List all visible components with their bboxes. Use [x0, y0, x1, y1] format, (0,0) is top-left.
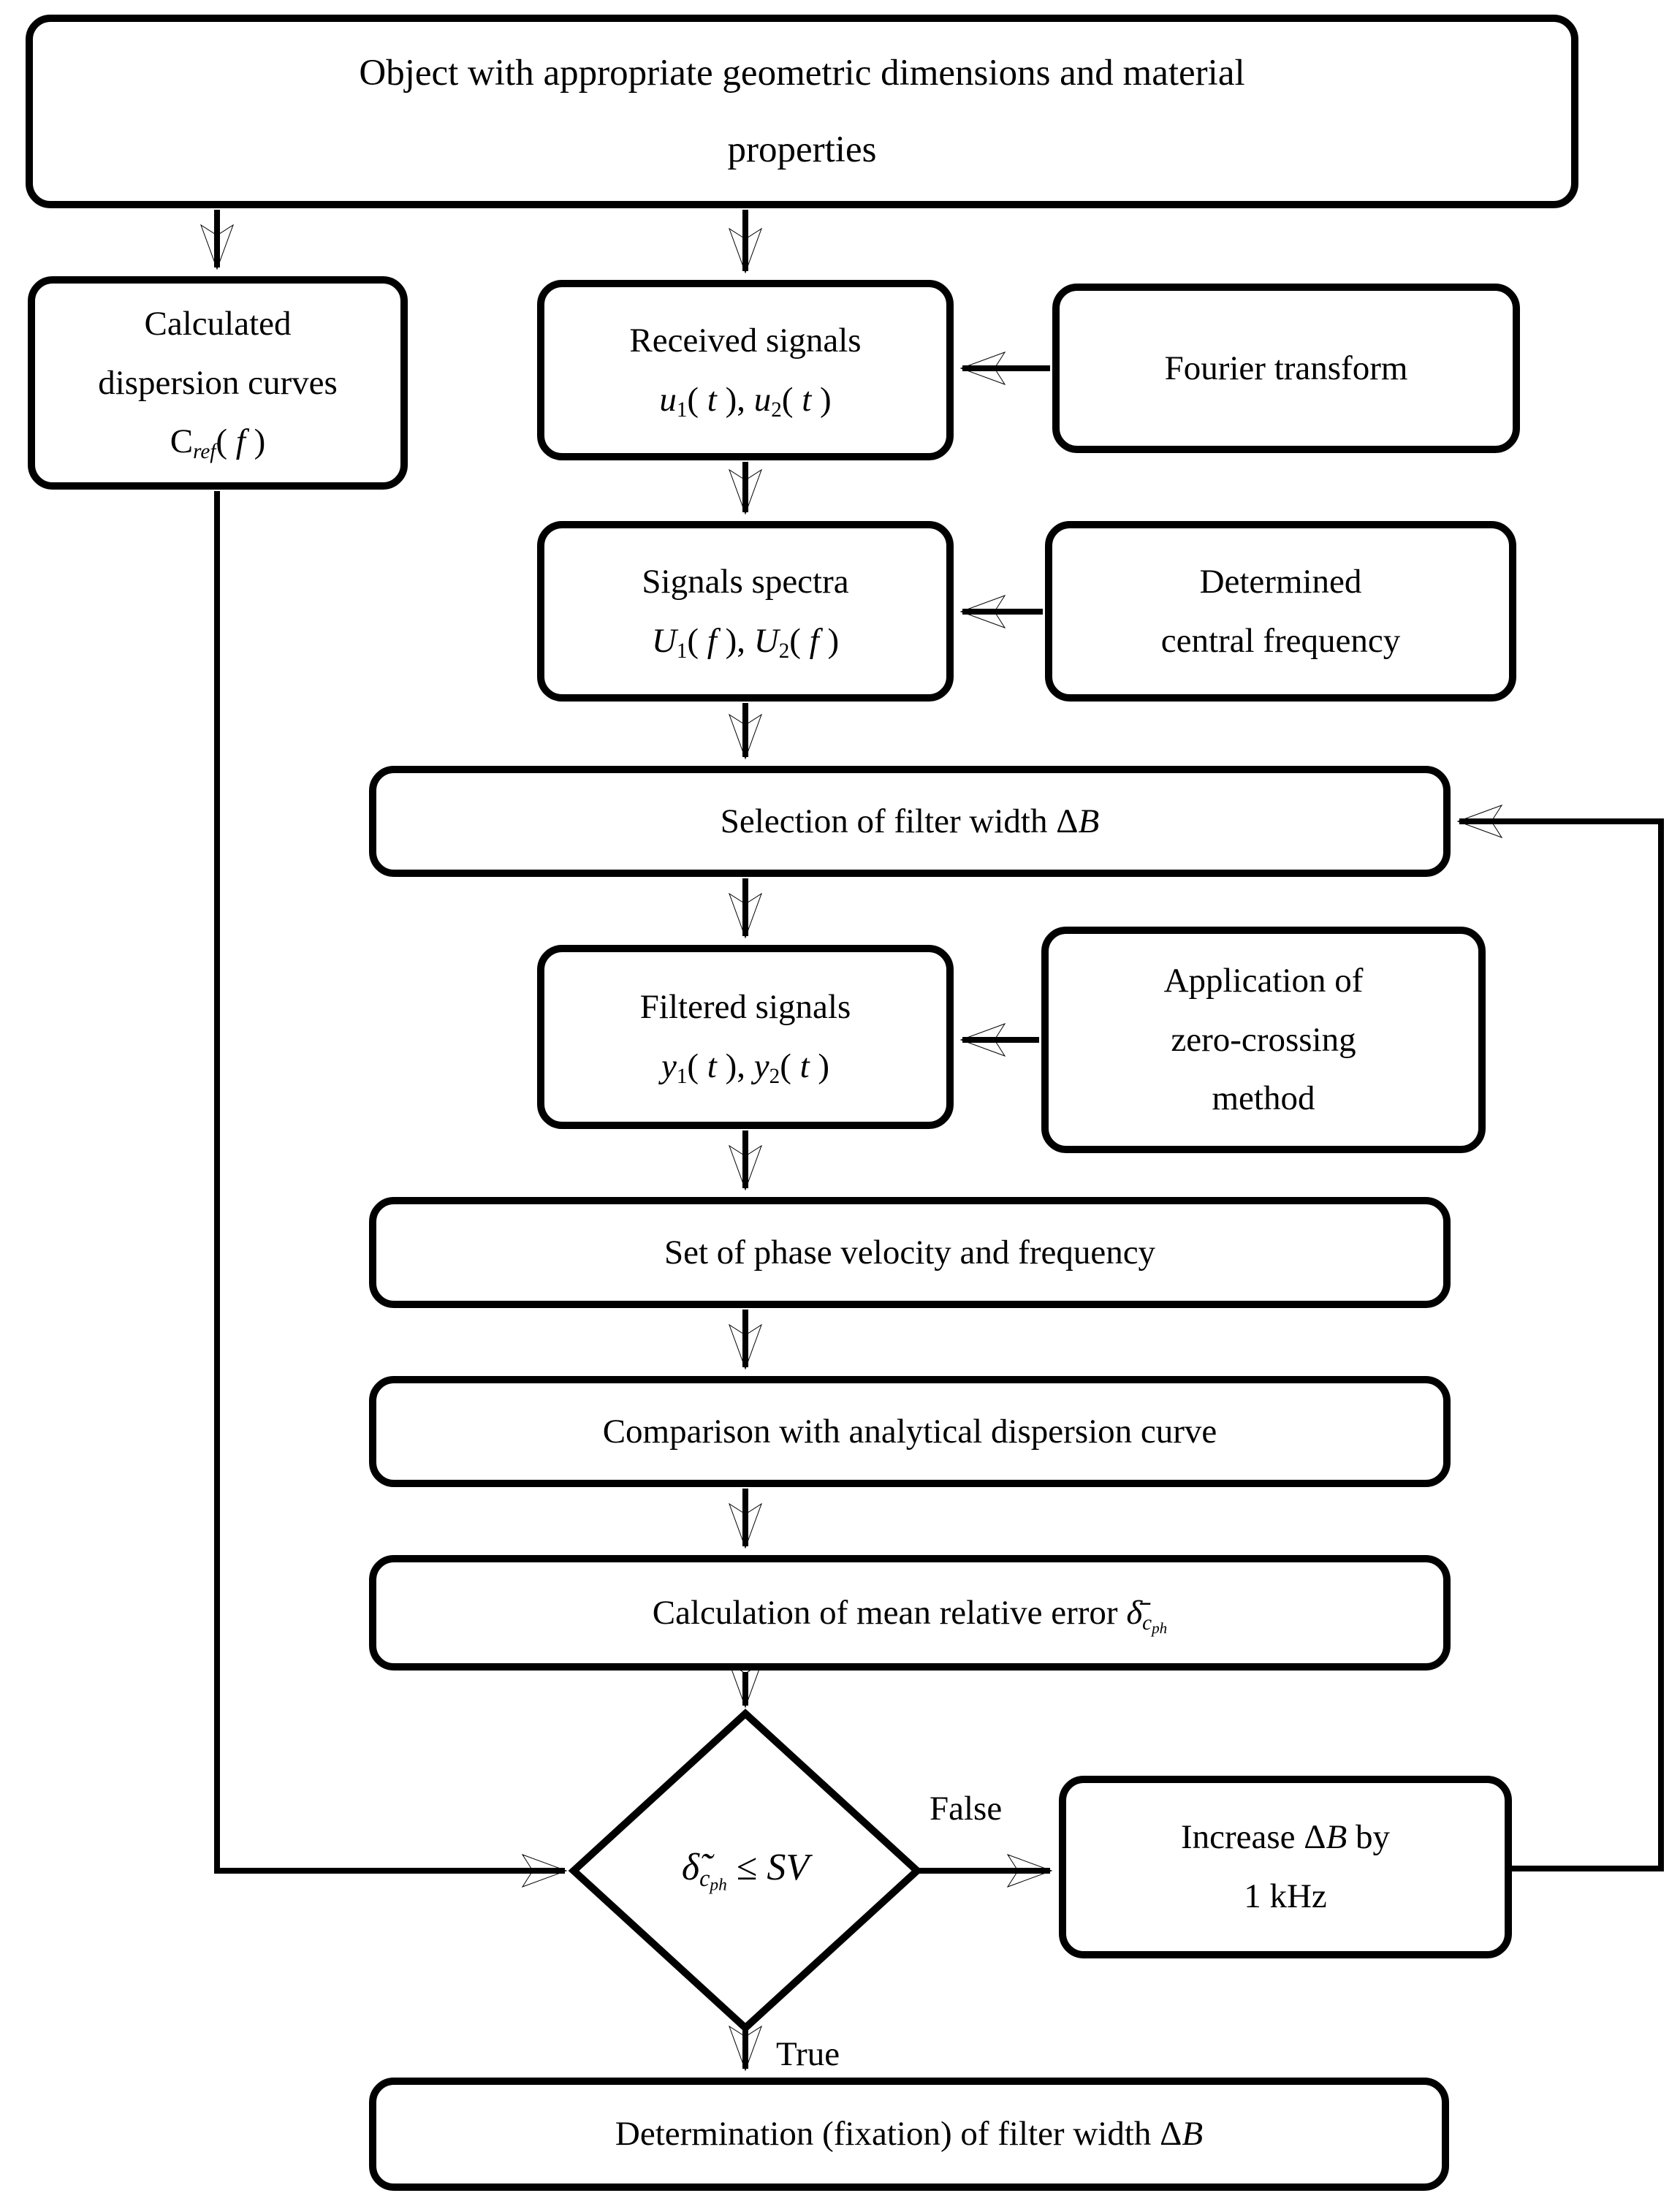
flow-node-filtered-signals: Filtered signals y1( t ), y2( t ): [537, 945, 954, 1129]
flow-node-fourier-transform: Fourier transform: [1052, 284, 1520, 453]
node-formula: Calculation of mean relative error δ̄cph: [652, 1593, 1168, 1637]
line-increase-feedback-to-selection: [1456, 805, 1664, 1871]
node-text: Set of phase velocity and frequency: [664, 1233, 1156, 1272]
flow-node-calculated-dispersion-curves: Calculated dispersion curves Cref( f ): [28, 276, 408, 490]
flow-node-received-signals: Received signals u1( t ), u2( t ): [537, 280, 954, 460]
flow-node-determined-central-frequency: Determined central frequency: [1045, 521, 1516, 702]
node-formula: Cref( f ): [170, 422, 266, 464]
node-formula: Determination (fixation) of filter width…: [615, 2115, 1204, 2154]
node-text: properties: [727, 129, 877, 170]
node-text: Application of: [1163, 961, 1364, 1000]
node-text: Filtered signals: [639, 988, 851, 1027]
flow-node-increase-filter-width: Increase ΔB by 1 kHz: [1059, 1776, 1512, 1958]
decision-condition-text: δ̃cph ≤ SV: [592, 1798, 899, 1944]
node-text: central frequency: [1160, 621, 1401, 660]
branch-label-false: False: [930, 1790, 1003, 1828]
node-text: Fourier transform: [1164, 349, 1408, 387]
node-text: Calculated: [144, 304, 292, 343]
node-formula: Selection of filter width ΔB: [720, 802, 1100, 840]
flow-node-signals-spectra: Signals spectra U1( f ), U2( f ): [537, 521, 954, 702]
node-formula: δ̃cph ≤ SV: [681, 1847, 810, 1895]
flow-node-object: Object with appropriate geometric dimens…: [26, 15, 1578, 208]
node-text: Received signals: [629, 321, 862, 360]
node-formula: Increase ΔB by: [1181, 1818, 1390, 1857]
node-text: Signals spectra: [642, 562, 849, 601]
decision-diamond: [568, 1709, 923, 2033]
node-text: 1 kHz: [1244, 1877, 1327, 1915]
line-calc-curves-to-decision: [214, 491, 568, 1888]
flow-node-comparison-dispersion-curve: Comparison with analytical dispersion cu…: [369, 1376, 1451, 1487]
node-formula: u1( t ), u2( t ): [659, 380, 832, 422]
node-formula: y1( t ), y2( t ): [661, 1047, 830, 1089]
node-text: Determined: [1199, 562, 1362, 601]
branch-label-true: True: [776, 2035, 840, 2073]
node-text: dispersion curves: [98, 363, 338, 402]
flow-node-determination-filter-width: Determination (fixation) of filter width…: [369, 2078, 1449, 2191]
node-text: Object with appropriate geometric dimens…: [359, 52, 1245, 94]
flow-node-mean-relative-error: Calculation of mean relative error δ̄cph: [369, 1555, 1451, 1671]
node-formula: U1( f ), U2( f ): [651, 621, 840, 663]
node-text: Comparison with analytical dispersion cu…: [602, 1412, 1217, 1451]
flow-node-selection-filter-width: Selection of filter width ΔB: [369, 766, 1451, 877]
node-text: method: [1212, 1079, 1315, 1118]
flow-node-zero-crossing-method: Application of zero-crossing method: [1041, 927, 1486, 1153]
node-text: zero-crossing: [1171, 1020, 1356, 1059]
flow-node-set-phase-velocity: Set of phase velocity and frequency: [369, 1197, 1451, 1308]
